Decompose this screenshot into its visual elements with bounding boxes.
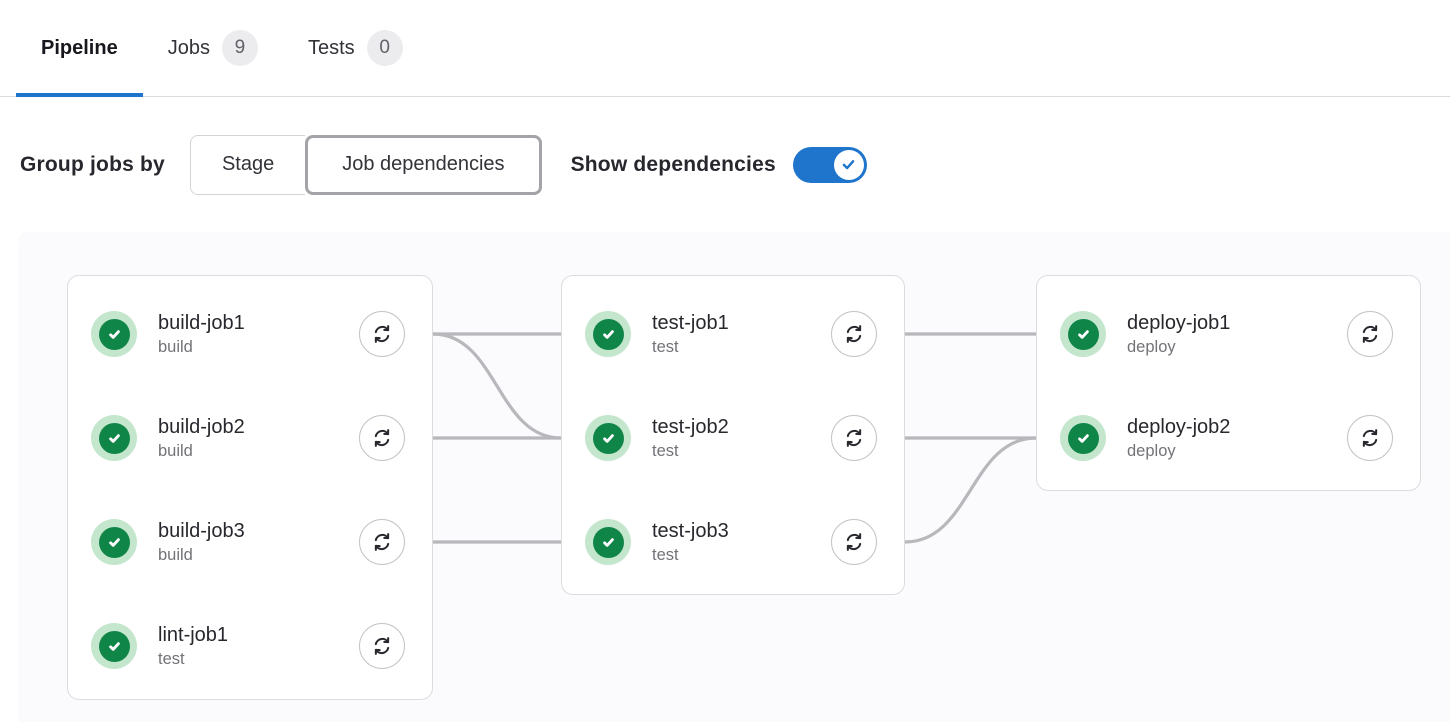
status-success-icon	[1060, 415, 1106, 461]
pipeline-tabs-bar: Pipeline Jobs 9 Tests 0	[0, 0, 1450, 97]
job-text: test-job1 test	[652, 311, 729, 358]
status-success-icon	[91, 311, 137, 357]
job-item[interactable]: build-job1 build	[91, 311, 405, 357]
job-stage: build	[158, 545, 245, 566]
group-by-stage-button[interactable]: Stage	[190, 135, 305, 195]
retry-job-button[interactable]	[1347, 415, 1393, 461]
retry-icon	[841, 425, 867, 451]
retry-job-button[interactable]	[831, 311, 877, 357]
retry-icon	[841, 529, 867, 555]
job-text: lint-job1 test	[158, 623, 228, 670]
retry-icon	[1357, 425, 1383, 451]
retry-icon	[369, 529, 395, 555]
job-item[interactable]: test-job2 test	[585, 415, 877, 461]
status-success-icon	[585, 519, 631, 565]
tab-jobs[interactable]: Jobs 9	[143, 0, 283, 96]
job-text: test-job3 test	[652, 519, 729, 566]
check-icon	[840, 156, 857, 173]
graph-controls-row: Group jobs by Stage Job dependencies Sho…	[0, 97, 1450, 232]
job-stage: build	[158, 337, 245, 358]
status-success-icon	[585, 415, 631, 461]
job-text: build-job1 build	[158, 311, 245, 358]
show-dependencies-label: Show dependencies	[571, 153, 776, 177]
job-name: test-job1	[652, 311, 729, 336]
tab-jobs-count-badge: 9	[222, 30, 258, 66]
retry-icon	[369, 425, 395, 451]
retry-icon	[369, 633, 395, 659]
group-by-stage-label: Stage	[222, 153, 274, 176]
job-name: lint-job1	[158, 623, 228, 648]
job-name: deploy-job2	[1127, 415, 1230, 440]
job-item[interactable]: build-job3 build	[91, 519, 405, 565]
job-stage: test	[652, 337, 729, 358]
job-text: deploy-job2 deploy	[1127, 415, 1230, 462]
tab-tests[interactable]: Tests 0	[283, 0, 428, 96]
job-stage: test	[652, 441, 729, 462]
job-group-card: test-job1 test test-job2 test	[561, 275, 905, 595]
status-success-icon	[1060, 311, 1106, 357]
job-item[interactable]: test-job1 test	[585, 311, 877, 357]
job-stage: deploy	[1127, 441, 1230, 462]
retry-job-button[interactable]	[359, 623, 405, 669]
job-item[interactable]: deploy-job1 deploy	[1060, 311, 1393, 357]
tab-tests-count-badge: 0	[367, 30, 403, 66]
job-item[interactable]: test-job3 test	[585, 519, 877, 565]
job-stage: build	[158, 441, 245, 462]
toggle-knob	[834, 150, 864, 180]
job-name: deploy-job1	[1127, 311, 1230, 336]
job-text: build-job3 build	[158, 519, 245, 566]
retry-icon	[369, 321, 395, 347]
status-success-icon	[91, 415, 137, 461]
job-item[interactable]: lint-job1 test	[91, 623, 405, 669]
job-stage: test	[158, 649, 228, 670]
tab-tests-label: Tests	[308, 37, 355, 60]
retry-icon	[1357, 321, 1383, 347]
job-text: deploy-job1 deploy	[1127, 311, 1230, 358]
job-stage: test	[652, 545, 729, 566]
tab-pipeline-label: Pipeline	[41, 37, 118, 60]
retry-job-button[interactable]	[831, 415, 877, 461]
job-item[interactable]: deploy-job2 deploy	[1060, 415, 1393, 461]
retry-icon	[841, 321, 867, 347]
status-success-icon	[91, 623, 137, 669]
show-dependencies-toggle[interactable]	[793, 147, 867, 183]
retry-job-button[interactable]	[359, 311, 405, 357]
tab-pipeline[interactable]: Pipeline	[16, 0, 143, 96]
job-text: build-job2 build	[158, 415, 245, 462]
tab-jobs-label: Jobs	[168, 37, 210, 60]
status-success-icon	[585, 311, 631, 357]
job-name: build-job3	[158, 519, 245, 544]
retry-job-button[interactable]	[1347, 311, 1393, 357]
retry-job-button[interactable]	[831, 519, 877, 565]
job-stage: deploy	[1127, 337, 1230, 358]
job-name: test-job3	[652, 519, 729, 544]
job-name: build-job1	[158, 311, 245, 336]
job-group-card: deploy-job1 deploy deploy-job2 deploy	[1036, 275, 1421, 491]
job-name: build-job2	[158, 415, 245, 440]
job-text: test-job2 test	[652, 415, 729, 462]
retry-job-button[interactable]	[359, 519, 405, 565]
status-success-icon	[91, 519, 137, 565]
retry-job-button[interactable]	[359, 415, 405, 461]
job-name: test-job2	[652, 415, 729, 440]
group-jobs-by-label: Group jobs by	[20, 153, 165, 177]
group-by-job-dependencies-button[interactable]: Job dependencies	[305, 135, 541, 195]
job-item[interactable]: build-job2 build	[91, 415, 405, 461]
group-by-job-dependencies-label: Job dependencies	[342, 153, 504, 176]
job-group-card: build-job1 build build-job2 build	[67, 275, 433, 700]
group-jobs-by-segmented-control: Stage Job dependencies	[190, 135, 542, 195]
pipeline-graph-panel: build-job1 build build-job2 build	[18, 232, 1450, 722]
